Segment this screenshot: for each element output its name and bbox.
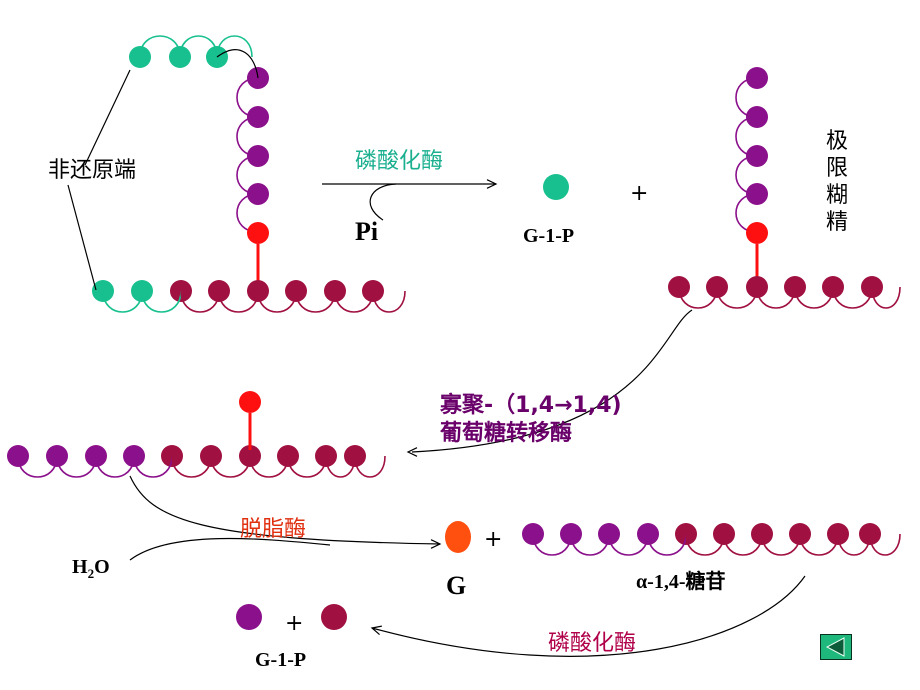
glycosidic-bond [17,455,58,478]
glycosidic-bond-connector [216,49,259,79]
glycosidic-bond [735,77,758,118]
product-glucose-1-phosphate-a [236,604,262,630]
transferase-arrow [411,309,693,453]
pi-input-curve [369,183,397,221]
phosphorylase-arrow-bottom [371,575,806,657]
glycosidic-bond [257,290,297,313]
glycosidic-bond [685,533,725,556]
plus-sign-top: + [630,181,648,206]
limit-dextrin-char-3: 糊 [826,183,848,208]
reaction-arrows [67,49,806,657]
debranching-arrow [129,475,441,545]
glycosidic-bond [236,77,259,118]
arrow-head [406,447,418,457]
glycosidic-bond [761,533,801,556]
alpha-glucan-label: α-1,4-糖苷 [636,569,725,593]
glycosidic-bond [180,290,220,313]
glycosidic-bond [532,533,572,556]
transferase-label-line1: 寡聚-（1,4→1,4) [439,392,622,418]
g1p-label-bottom: G-1-P [255,649,306,671]
plus-sign-middle: + [484,527,502,552]
glycosidic-bond [869,533,901,556]
debranching-enzyme-label: 脱脂酶 [240,517,306,542]
glycosidic-bond [837,533,871,556]
glycosidic-bond [334,290,374,313]
phosphorylase-label-top: 磷酸化酶 [355,149,443,174]
glycosidic-bond [756,286,796,309]
glycosidic-bond [678,286,718,309]
glycosidic-bond [794,286,834,309]
g1p-label-top: G-1-P [523,225,574,247]
released-glucose-1-phosphate [543,174,569,200]
arrow-head [486,179,498,189]
glycosidic-bond [236,116,259,157]
glycosidic-bond [799,533,839,556]
glycosidic-bond [871,286,901,309]
glycosidic-bond [216,35,253,58]
glycosidic-bond [171,455,212,478]
glycosidic-bond [716,286,758,309]
glucose-unit [239,391,261,413]
glycosidic-bond [570,533,610,556]
free-glucose [445,521,471,553]
transferase-label-line2: 葡萄糖转移酶 [439,420,572,446]
glycosidic-bond [372,290,406,313]
h2o-input-curve [129,537,331,561]
plus-sign-bottom: + [285,611,303,636]
pointer-line-lower [67,184,97,291]
glycosidic-bond [832,286,873,309]
glycosidic-bond [354,455,386,478]
arrow-head [430,539,442,549]
non-reducing-end-label: 非还原端 [48,158,136,183]
glucose-g-label: G [446,571,466,600]
pi-label: Pi [355,217,378,246]
glycosidic-bond [295,290,336,313]
limit-dextrin-char-1: 极 [826,129,848,154]
glycosidic-bond [608,533,649,556]
glycosidic-bond [647,533,687,556]
glycosidic-bond [735,155,758,195]
glucose-unit [746,222,768,244]
arrow-head [370,625,382,635]
product-glucose-1-phosphate-b [321,604,347,630]
glycosidic-bond [102,290,143,313]
glycosidic-bond [723,533,763,556]
glycosidic-bond [236,155,259,195]
triangle-left-icon [825,637,845,657]
glycosidic-bond [325,455,356,478]
pointer-line-upper [84,69,131,166]
glycosidic-bond [139,35,181,58]
glycosidic-bond [210,455,251,478]
glycosidic-bond [287,455,327,478]
glycosidic-bond [95,455,135,478]
glucose-unit [247,222,269,244]
glycosidic-bond [133,455,173,478]
phosphorylase-label-bottom: 磷酸化酶 [548,631,636,656]
glycosidic-bond [179,35,218,58]
limit-dextrin-char-4: 精 [826,210,848,235]
back-button[interactable] [820,634,852,660]
glycosidic-bond [56,455,97,478]
glycosidic-bond [249,455,289,478]
glucose-chains [7,35,901,630]
limit-dextrin-char-2: 限 [826,156,848,181]
glycosidic-bond [141,290,182,313]
glycosidic-bond [218,290,259,313]
h2o-label: H2O [72,556,110,581]
glycosidic-bond [735,116,758,157]
